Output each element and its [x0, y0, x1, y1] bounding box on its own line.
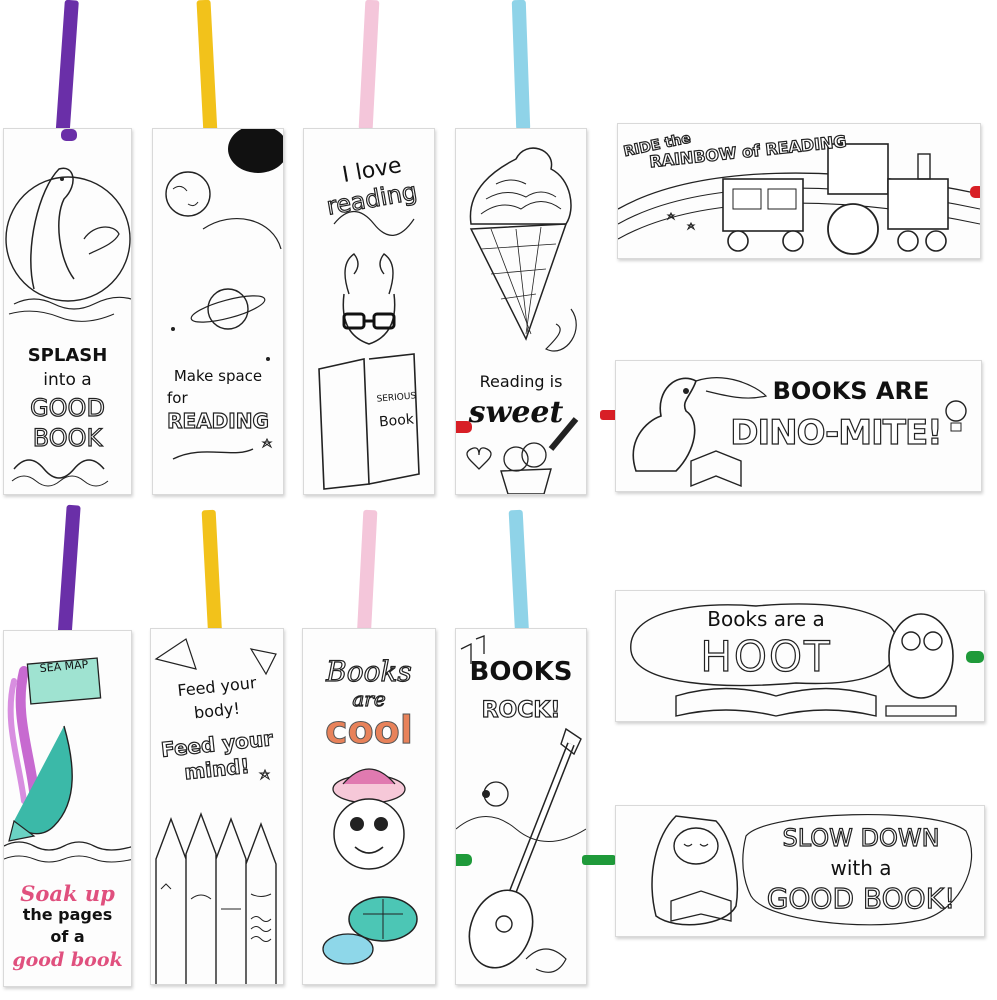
bookmark-text-line: ROCK! — [481, 698, 561, 723]
llama-illustration — [318, 210, 420, 490]
bookmark-text-line: sweet — [468, 395, 564, 430]
ribbon-knot — [970, 186, 980, 198]
bookmark-hoot: Books are a HOOT — [615, 590, 985, 722]
train-illustration — [618, 143, 980, 255]
green-ribbon — [582, 855, 616, 865]
dolphin-illustration — [5, 167, 131, 487]
bookmark-text-line: Soak up — [20, 881, 115, 906]
bookmark-love: I love reading SERIOUS Book — [303, 128, 435, 495]
bookmark-splash: SPLASH into a GOOD BOOK — [3, 128, 132, 495]
bookmark-text-line: into a — [43, 370, 92, 390]
bookmark-soak: SEA MAP Soak up the pages of a good book — [3, 630, 132, 987]
sloth-illustration — [651, 813, 973, 926]
bookmark-text-line: BOOKS — [469, 657, 573, 687]
bookmark-rock: BOOKS ROCK! — [455, 628, 587, 985]
bookmark-space: Make space for READING — [152, 128, 284, 495]
bookmark-text-line: Books are a — [707, 607, 825, 631]
bookmark-feed: Feed your body! Feed your mind! — [150, 628, 284, 985]
pencils-illustration — [154, 638, 277, 984]
bookmark-text-line: DINO-MITE! — [730, 413, 944, 453]
bookmark-text-line: READING — [167, 409, 270, 433]
sky-ribbon-2 — [508, 509, 530, 641]
space-illustration — [165, 129, 283, 460]
bookmark-text-line: HOOT — [700, 632, 832, 681]
ribbon-knot — [61, 129, 77, 141]
ice-cream-illustration — [466, 147, 579, 494]
bookmark-sweet: Reading is sweet — [455, 128, 587, 495]
bookmark-text-line: for — [167, 389, 188, 407]
ribbon-knot — [456, 421, 472, 433]
bookmark-text-line: Reading is — [479, 372, 563, 391]
bookmark-text-line: of a — [50, 927, 85, 946]
yellow-ribbon-1 — [196, 0, 218, 136]
mermaid-illustration — [4, 657, 131, 863]
owl-illustration — [630, 603, 957, 717]
guitar-illustration — [456, 635, 586, 973]
ribbon-knot — [456, 854, 472, 866]
yellow-ribbon-2 — [201, 509, 223, 641]
purple-ribbon-1 — [55, 0, 79, 141]
bookmark-text-line: BOOKS ARE — [772, 377, 930, 405]
bookmark-text-line: GOOD BOOK! — [766, 882, 956, 915]
bookmark-slow: SLOW DOWN with a GOOD BOOK! — [615, 805, 985, 937]
bookmark-text-line: cool — [325, 708, 414, 752]
bookmark-cool: Books are cool — [302, 628, 436, 985]
bookmark-dino: BOOKS ARE DINO-MITE! — [615, 360, 982, 492]
bookmark-text-line: the pages — [22, 905, 113, 924]
bookmark-text-line: SPLASH — [27, 345, 108, 366]
dinosaur-illustration — [632, 377, 967, 488]
turtle-illustration — [322, 768, 418, 965]
purple-ribbon-2 — [57, 504, 81, 641]
bookmark-text-line: Books — [326, 655, 413, 688]
bookmark-text-line: SLOW DOWN — [782, 824, 940, 852]
pink-ribbon-1 — [358, 0, 380, 131]
bookmark-text-line: Make space — [173, 367, 263, 385]
ribbon-knot — [966, 651, 984, 663]
bookmark-text-line: good book — [12, 949, 123, 971]
bookmark-text-line: GOOD — [29, 394, 105, 422]
pink-ribbon-2 — [356, 509, 378, 641]
bookmark-rainbow: RIDE the RAINBOW of READING — [617, 123, 981, 259]
sky-ribbon-1 — [511, 0, 531, 131]
bookmark-text-line: BOOK — [32, 424, 103, 452]
bookmark-text-line: with a — [830, 856, 892, 880]
bookmark-text-line: are — [352, 687, 387, 711]
